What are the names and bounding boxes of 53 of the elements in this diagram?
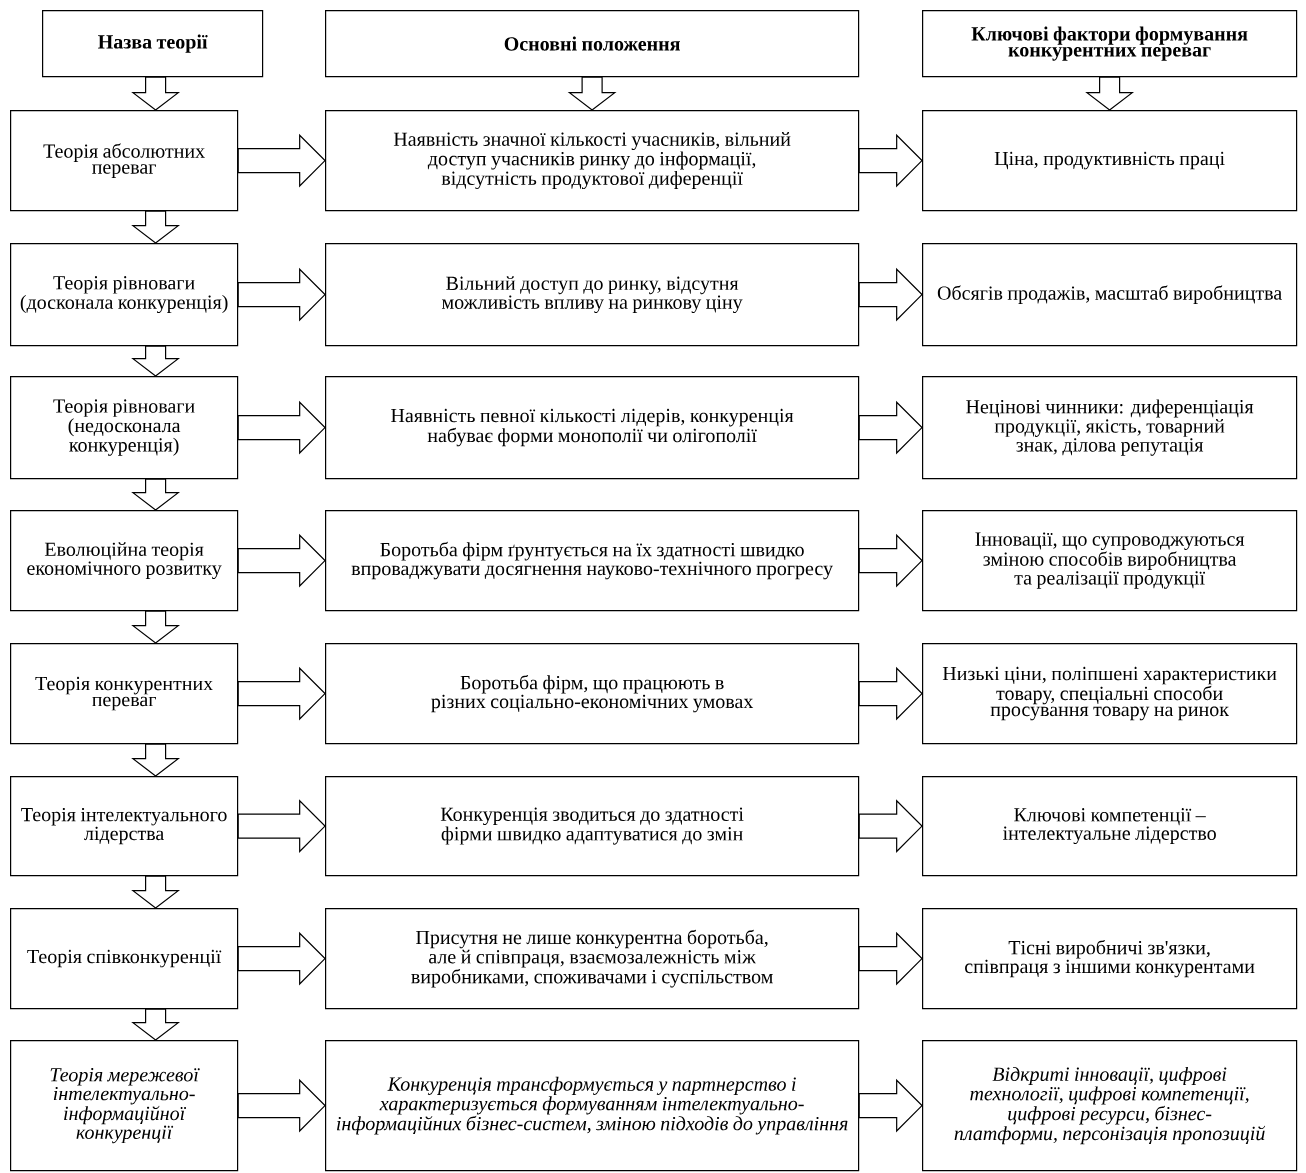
text-box: Еволюційна теорія економічного розвитку [10, 510, 239, 612]
header-box: Основні положення [325, 10, 860, 78]
text-box: Боротьба фірм, що працюють в різних соціально-економічних умовах [325, 643, 860, 745]
text-box: Теорія співконкуренції [10, 908, 239, 1010]
block-arrow [858, 267, 923, 322]
block-arrow [237, 267, 326, 322]
block-arrow [131, 345, 181, 377]
text-box: Теорія рівноваги (недосконала конкуренція) [10, 376, 239, 480]
text-box: Відкриті інновації, цифрові технології, цифрові компетенції, цифрові ресурси, бізнес-платформи, персонізація пропозицій [922, 1040, 1298, 1172]
text-box: Ціна, продуктивність праці [922, 110, 1298, 212]
header-box: Ключові фактори формування конкурентних переваг [922, 10, 1298, 78]
text-box: Теорія рівноваги (досконала конкуренція) [10, 243, 239, 347]
text-box: Обсягів продажів, масштаб виробництва [922, 243, 1298, 347]
block-arrow [237, 133, 326, 188]
text-box: Теорія абсолютних переваг [10, 110, 239, 212]
block-arrow [858, 931, 923, 986]
block-arrow [858, 133, 923, 188]
text-box: Присутня не лише конкурентна боротьба, але й співпраця, взаємозалежність між виробниками, споживачами і суспільством [325, 908, 860, 1010]
block-arrow [237, 533, 326, 588]
block-arrow [858, 666, 923, 721]
block-arrow [131, 478, 181, 511]
text-box: Боротьба фірм ґрунтується на їх здатності швидко впроваджувати досягнення науково-технічного прогресу [325, 510, 860, 612]
text-box: Наявність значної кількості учасників, вільний доступ учасників ринку до інформації, відсутність продуктової диференції [325, 110, 860, 212]
block-arrow [858, 533, 923, 588]
text-box: Наявність певної кількості лідерів, конкуренція набуває форми монополії чи олігополії [325, 376, 860, 480]
block-arrow [858, 400, 923, 455]
text-box: Тісні виробничі зв'язки, співпраця з іншими конкурентами [922, 908, 1298, 1010]
block-arrow [237, 400, 326, 455]
text-box: Вільний доступ до ринку, відсутня можливість впливу на ринкову ціну [325, 243, 860, 347]
text-box: Низькі ціни, поліпшені характеристики товару, спеціальні способи просування товару на ринок [922, 643, 1298, 745]
block-arrow [131, 743, 181, 777]
block-arrow [131, 76, 181, 111]
text-box: Конкуренція трансформується у партнерство і характеризується формуванням інтелектуально-інформаційних бізнес-систем, зміною підходів до управління [325, 1040, 860, 1172]
block-arrow [237, 799, 326, 853]
block-arrow [858, 799, 923, 853]
block-arrow [237, 1078, 326, 1133]
header-box: Назва теорії [42, 10, 264, 78]
block-arrow [131, 1008, 181, 1041]
block-arrow [131, 875, 181, 909]
text-box: Теорія інтелектуального лідерства [10, 776, 239, 877]
text-box: Інновації, що супроводжуються зміною способів виробництва та реалізації продукції [922, 510, 1298, 612]
text-box: Конкуренція зводиться до здатності фірми швидко адаптуватися до змін [325, 776, 860, 877]
block-arrow [131, 210, 181, 244]
text-box: Ключові компетенції – інтелектуальне лідерство [922, 776, 1298, 877]
block-arrow [1085, 76, 1135, 111]
block-arrow [237, 931, 326, 986]
text-box: Нецінові чинники: диференціація продукції, якість, товарний знак, ділова репутація [922, 376, 1298, 480]
block-arrow [567, 76, 617, 111]
block-arrow [858, 1078, 923, 1133]
block-arrow [131, 610, 181, 644]
block-arrow [237, 666, 326, 721]
text-box: Теорія конкурентних переваг [10, 643, 239, 745]
text-box: Теорія мережевої інтелектуально-інформаційної конкуренції [10, 1040, 239, 1172]
